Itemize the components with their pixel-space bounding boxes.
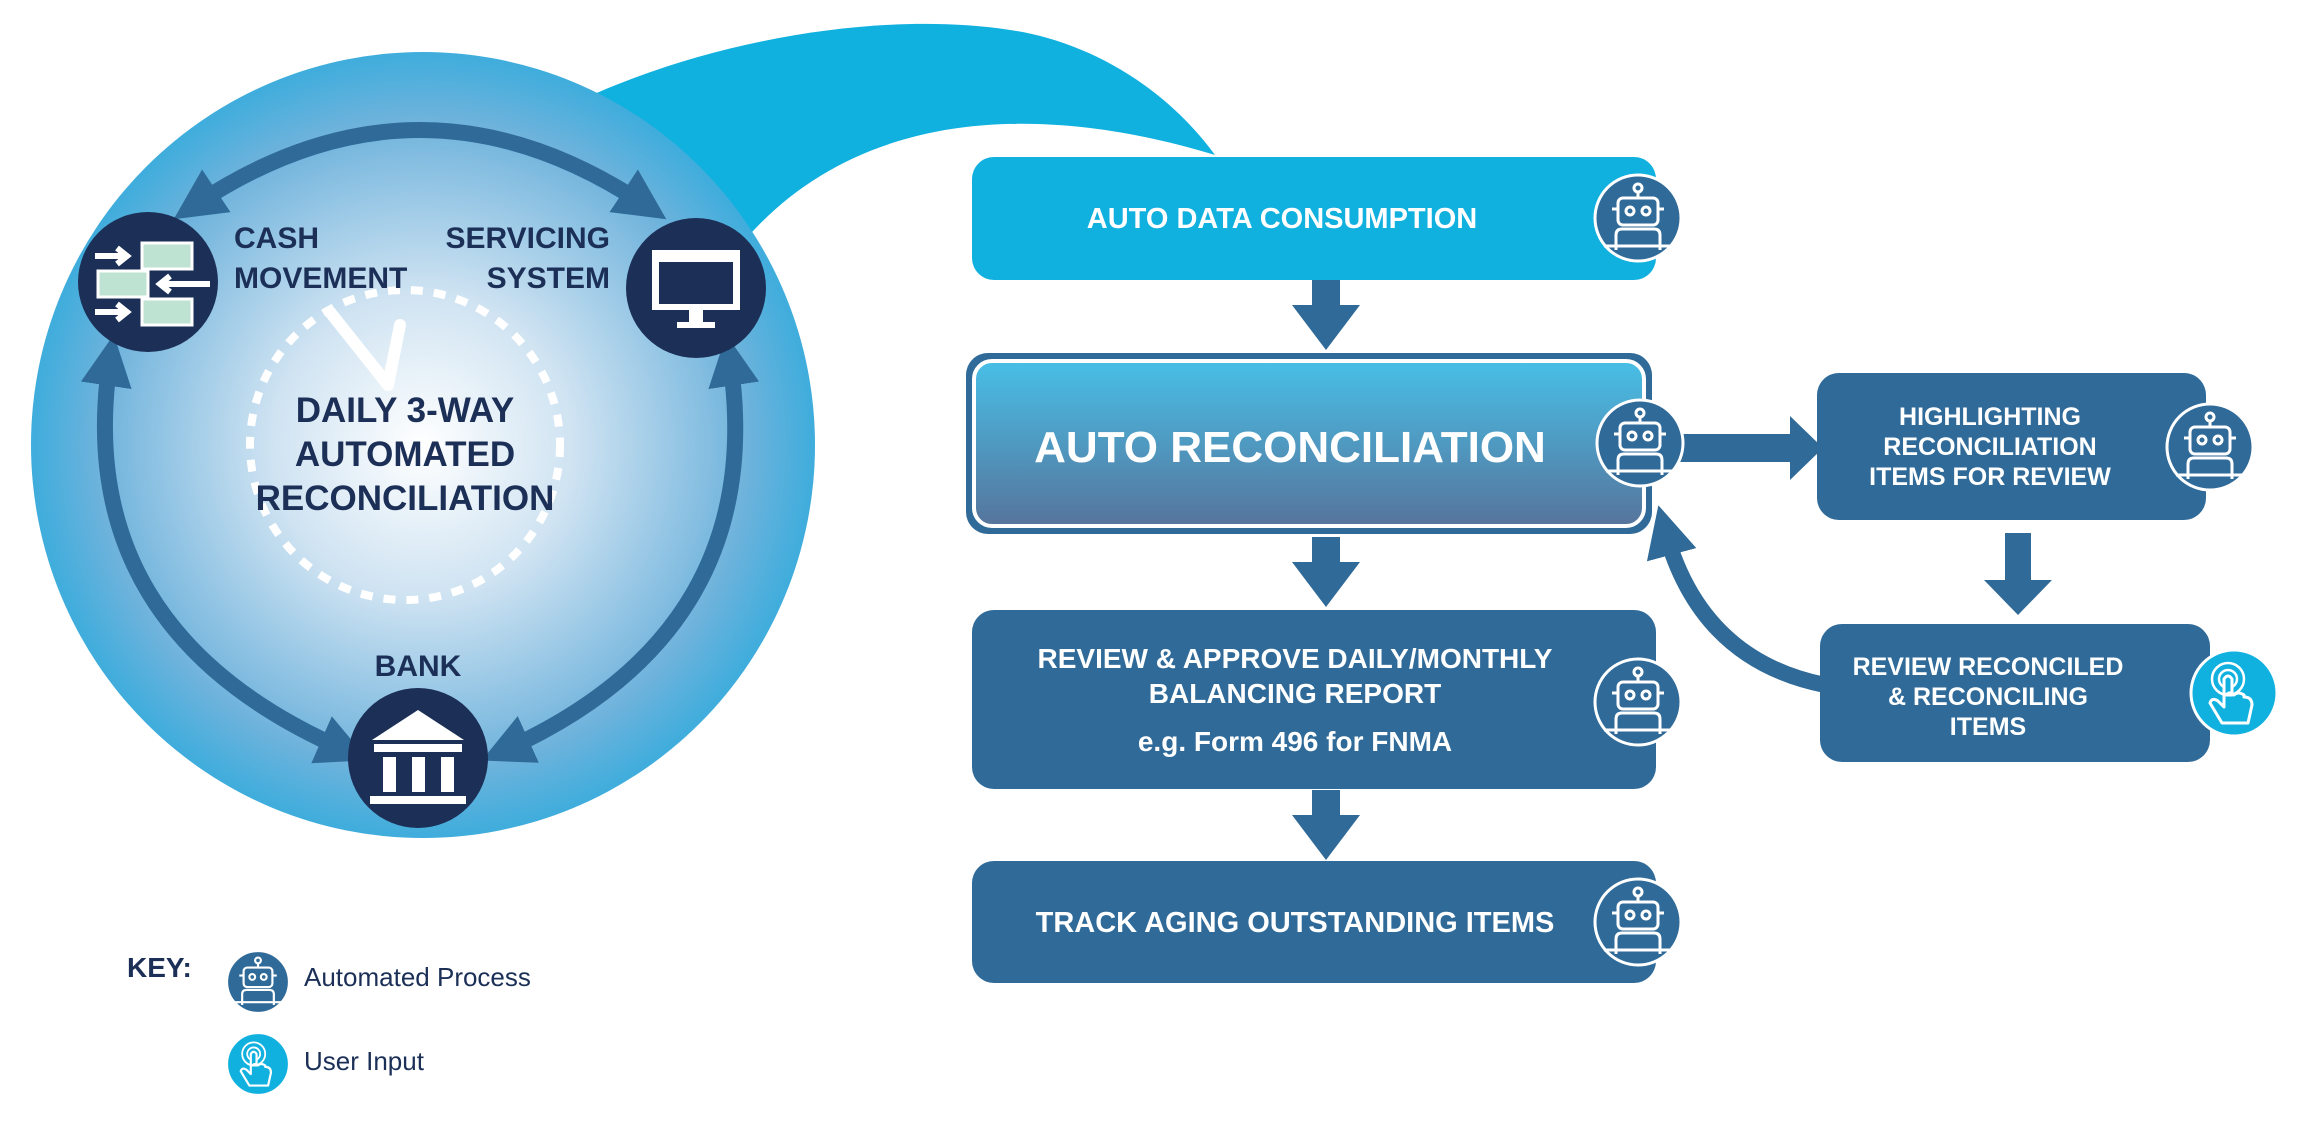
auto-data-consumption-box: AUTO DATA CONSUMPTION [972, 157, 1683, 280]
review-approve-sublabel: e.g. Form 496 for FNMA [1138, 726, 1452, 757]
cycle-arrow-top [173, 122, 667, 220]
robot-icon [2165, 402, 2255, 492]
robot-icon [1593, 877, 1683, 967]
center-title-line3: RECONCILIATION [256, 479, 555, 518]
servicing-label-line1: SERVICING [446, 222, 611, 255]
cycle-arrow-left [80, 334, 369, 764]
bank-label: BANK [375, 650, 462, 683]
robot-icon [1595, 398, 1685, 488]
servicing-system-node [626, 218, 766, 358]
key-automated-label: Automated Process [304, 962, 531, 992]
track-aging-box: TRACK AGING OUTSTANDING ITEMS [972, 861, 1683, 983]
servicing-label-line2: SYSTEM [487, 262, 610, 295]
cash-label-line2: MOVEMENT [234, 262, 407, 295]
cash-movement-node [78, 212, 218, 352]
review-approve-box: REVIEW & APPROVE DAILY/MONTHLY BALANCING… [972, 610, 1683, 789]
hand-pointer-icon [225, 1031, 291, 1097]
track-aging-label: TRACK AGING OUTSTANDING ITEMS [1036, 907, 1555, 939]
review-reconciled-label-line2: & RECONCILING [1888, 683, 2088, 711]
review-reconciled-label-line1: REVIEW RECONCILED [1853, 653, 2124, 681]
center-title-line2: AUTOMATED [295, 435, 515, 474]
center-title-line1: DAILY 3-WAY [296, 391, 515, 430]
monitor-icon [652, 250, 740, 328]
arrow-data-to-recon [1292, 280, 1360, 350]
arrow-review-to-track [1292, 790, 1360, 860]
auto-reconciliation-label: AUTO RECONCILIATION [1034, 423, 1546, 472]
clock-hand-hour [382, 319, 406, 391]
highlighting-box: HIGHLIGHTING RECONCILIATION ITEMS FOR RE… [1817, 373, 2255, 520]
key-title: KEY: [127, 952, 192, 983]
cycle-arrow-right [481, 334, 760, 763]
robot-icon [1593, 173, 1683, 263]
key-legend: KEY: Automated Process User Input [127, 949, 531, 1097]
cash-transfer-icon [95, 241, 210, 327]
arrow-highlight-to-review [1984, 533, 2052, 615]
review-reconciled-box: REVIEW RECONCILED & RECONCILING ITEMS [1820, 624, 2279, 762]
key-user-label: User Input [304, 1046, 425, 1076]
robot-icon [1593, 657, 1683, 747]
highlighting-label-line1: HIGHLIGHTING [1899, 403, 2081, 431]
callout-shape [560, 23, 1215, 240]
bank-node [348, 688, 488, 828]
review-approve-label-line1: REVIEW & APPROVE DAILY/MONTHLY [1038, 643, 1553, 674]
arrow-review-back-to-recon [1646, 505, 1827, 693]
highlighting-label-line2: RECONCILIATION [1883, 433, 2096, 461]
arrow-recon-to-highlight [1670, 416, 1823, 480]
bank-icon [370, 710, 466, 804]
robot-icon [225, 949, 291, 1015]
auto-reconciliation-box: AUTO RECONCILIATION [966, 353, 1685, 534]
review-reconciled-label-line3: ITEMS [1950, 713, 2026, 741]
cash-label-line1: CASH [234, 222, 319, 255]
review-approve-label-line2: BALANCING REPORT [1149, 678, 1441, 709]
highlighting-label-line3: ITEMS FOR REVIEW [1869, 463, 2111, 491]
auto-data-consumption-label: AUTO DATA CONSUMPTION [1087, 203, 1477, 235]
hand-pointer-icon [2189, 648, 2279, 738]
arrow-recon-to-review [1292, 537, 1360, 607]
